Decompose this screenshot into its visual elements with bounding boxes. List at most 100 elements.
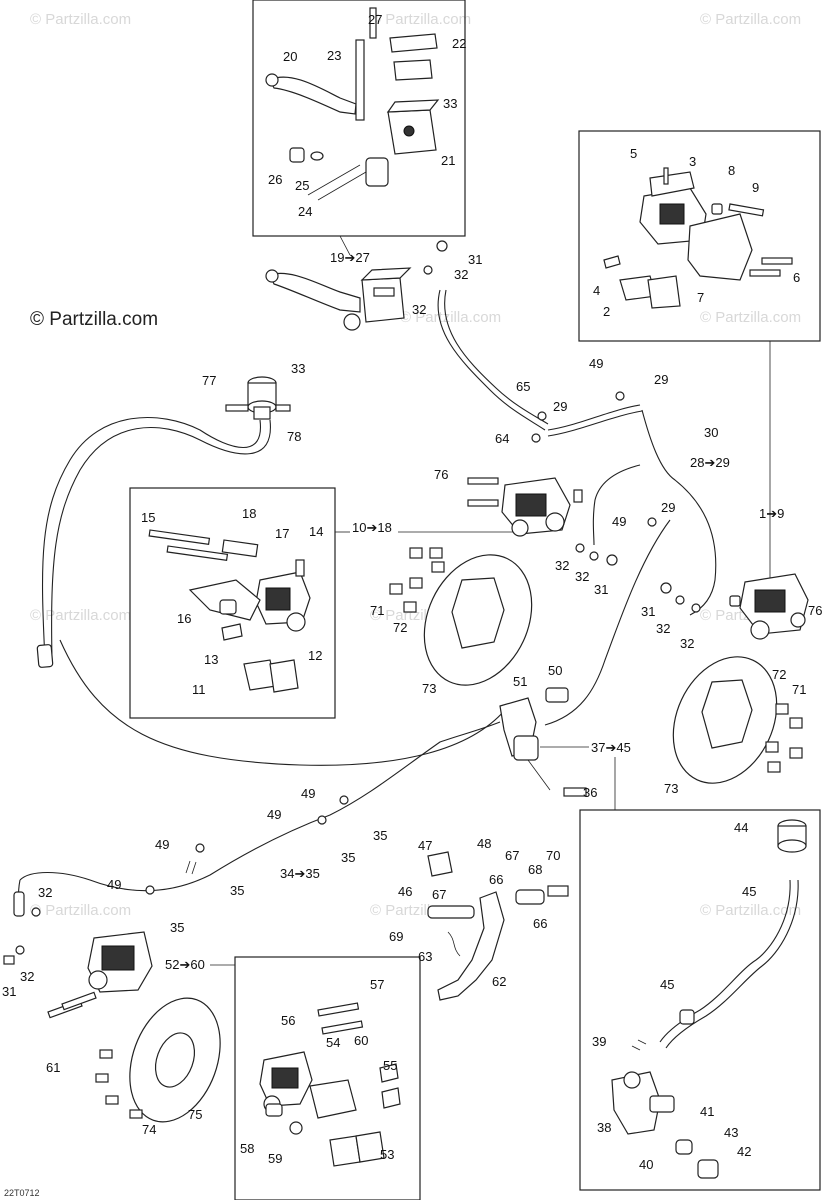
part-callout-label: 10➔18: [352, 520, 392, 535]
part-callout-label: 29: [661, 500, 675, 515]
watermark-text: © Partzilla.com: [370, 11, 471, 28]
part-callout-label: 7: [697, 290, 704, 305]
part-callout-label: 72: [772, 667, 786, 682]
part-callout-label: 73: [664, 781, 678, 796]
part-callout-label: 49: [267, 807, 281, 822]
watermark-text: © Partzilla.com: [700, 11, 801, 28]
part-callout-label: 14: [309, 524, 323, 539]
rear-caliper-detail-box: [234, 956, 421, 1200]
main-watermark: © Partzilla.com: [30, 309, 158, 330]
part-callout-label: 3: [689, 154, 696, 169]
part-callout-label: 5: [630, 146, 637, 161]
master-cylinder-detail-box: [252, 0, 466, 237]
part-callout-label: 49: [155, 837, 169, 852]
front-left-caliper-exploded: [148, 529, 311, 693]
front-left-caliper-detail-box: [129, 487, 336, 719]
part-callout-label: 71: [792, 682, 806, 697]
part-callout-label: 34➔35: [280, 866, 320, 881]
part-callout-label: 31: [2, 984, 16, 999]
part-callout-label: 2: [603, 304, 610, 319]
master-cylinder-assembly: [265, 7, 440, 201]
part-callout-label: 32: [555, 558, 569, 573]
part-callout-label: 67: [505, 848, 519, 863]
part-callout-label: 57: [370, 977, 384, 992]
part-callout-label: 59: [268, 1151, 282, 1166]
part-callout-label: 19➔27: [330, 250, 370, 265]
watermark-text: © Partzilla.com: [400, 309, 501, 326]
part-callout-label: 22: [452, 36, 466, 51]
brake-lines: [13, 289, 717, 917]
part-callout-label: 43: [724, 1125, 738, 1140]
part-callout-label: 40: [639, 1157, 653, 1172]
part-callout-label: 67: [432, 887, 446, 902]
part-callout-label: 78: [287, 429, 301, 444]
part-callout-label: 51: [513, 674, 527, 689]
part-callout-label: 23: [327, 48, 341, 63]
disc-bolts-front-right: [765, 703, 803, 773]
part-callout-label: 42: [737, 1144, 751, 1159]
watermark-text: © Partzilla.com: [30, 11, 131, 28]
part-callout-label: 58: [240, 1141, 254, 1156]
part-callout-label: 32: [412, 302, 426, 317]
watermark-text: © Partzilla.com: [700, 309, 801, 326]
part-callout-label: 33: [291, 361, 305, 376]
part-callout-label: 8: [728, 163, 735, 178]
part-callout-label: 29: [553, 399, 567, 414]
part-callout-label: 25: [295, 178, 309, 193]
part-callout-label: 48: [477, 836, 491, 851]
part-callout-label: 35: [170, 920, 184, 935]
rear-caliper: [3, 931, 153, 1019]
part-callout-label: 41: [700, 1104, 714, 1119]
front-left-disc: [423, 554, 533, 686]
rear-reservoir: [225, 376, 291, 420]
part-callout-label: 32: [656, 621, 670, 636]
part-callout-label: 64: [495, 431, 509, 446]
watermark-text: © Partzilla.com: [30, 607, 131, 624]
brake-pedal-assembly: [427, 851, 569, 1001]
part-callout-label: 24: [298, 204, 312, 219]
rear-disc: [95, 997, 221, 1123]
part-callout-label: 49: [107, 877, 121, 892]
part-callout-label: 28➔29: [690, 455, 730, 470]
front-right-caliper-exploded: [603, 167, 793, 309]
part-callout-label: 56: [281, 1013, 295, 1028]
part-callout-label: 38: [597, 1120, 611, 1135]
part-callout-label: 16: [177, 611, 191, 626]
part-callout-label: 73: [422, 681, 436, 696]
part-callout-label: 50: [548, 663, 562, 678]
part-callout-label: 76: [808, 603, 822, 618]
part-callout-label: 17: [275, 526, 289, 541]
part-callout-label: 54: [326, 1035, 340, 1050]
leader-line: [339, 235, 351, 256]
watermark-text: © Partzilla.com: [700, 902, 801, 919]
line-clips: [15, 391, 701, 955]
part-callout-label: 1➔9: [759, 506, 784, 521]
part-callout-label: 76: [434, 467, 448, 482]
part-callout-label: 31: [594, 582, 608, 597]
part-callout-label: 13: [204, 652, 218, 667]
part-callout-label: 72: [393, 620, 407, 635]
part-callout-label: 21: [441, 153, 455, 168]
part-callout-label: 77: [202, 373, 216, 388]
part-callout-label: 18: [242, 506, 256, 521]
part-callout-label: 55: [383, 1058, 397, 1073]
front-right-disc: [672, 656, 778, 784]
part-callout-label: 68: [528, 862, 542, 877]
part-callout-label: 49: [301, 786, 315, 801]
front-right-caliper-detail-box: [578, 130, 821, 342]
part-callout-label: 35: [373, 828, 387, 843]
part-callout-label: 45: [660, 977, 674, 992]
foot-brake-detail-box: [579, 809, 821, 1191]
watermark-text: © Partzilla.com: [30, 902, 131, 919]
foot-master-cylinder-exploded: [611, 819, 807, 1179]
part-callout-label: 32: [575, 569, 589, 584]
part-callout-label: 6: [793, 270, 800, 285]
part-callout-label: 71: [370, 603, 384, 618]
part-callout-label: 32: [20, 969, 34, 984]
part-callout-label: 4: [593, 283, 600, 298]
part-callout-label: 33: [443, 96, 457, 111]
rear-caliper-exploded: [259, 1002, 401, 1167]
part-callout-label: 12: [308, 648, 322, 663]
